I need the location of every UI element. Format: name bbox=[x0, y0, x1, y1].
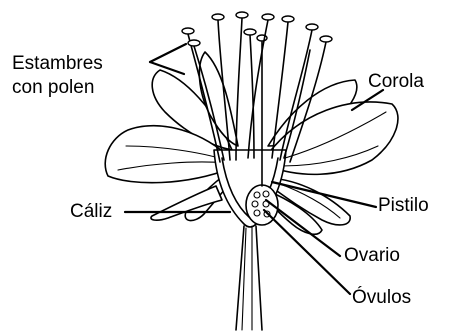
label-corolla: Corola bbox=[368, 72, 424, 92]
right-petal bbox=[268, 102, 398, 174]
label-ovary: Ovario bbox=[344, 246, 400, 266]
stamens-leader bbox=[150, 44, 186, 62]
stem bbox=[236, 226, 262, 330]
label-stamens-line1: Estambres bbox=[12, 54, 103, 74]
label-ovules: Óvulos bbox=[352, 288, 411, 308]
label-stamens-line2: con polen bbox=[12, 78, 94, 98]
label-calyx: Cáliz bbox=[70, 202, 112, 222]
label-pistil: Pistilo bbox=[378, 196, 429, 216]
